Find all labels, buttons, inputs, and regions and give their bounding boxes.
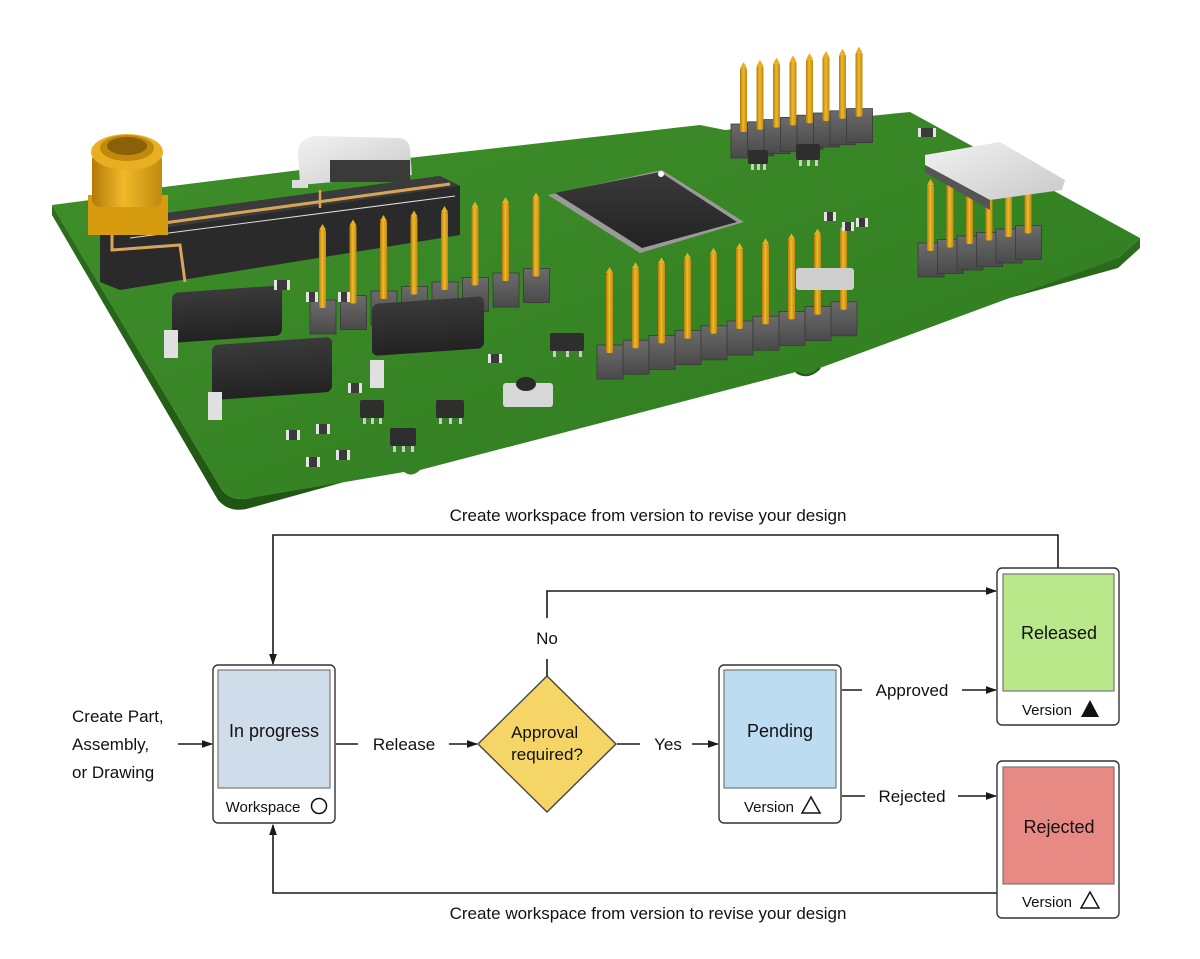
triangle-outline-icon [800,795,822,814]
passive-chip-component [918,128,936,137]
pin-header-8-pin-top [730,46,873,159]
state-in-progress-footer: Workspace [226,799,301,816]
tactile-push-button [503,377,553,407]
sot-transistor [436,400,464,424]
edge-revise-bottom [269,823,998,894]
passive-chip-component [336,450,350,460]
sma-connector [88,134,168,235]
sot-transistor [360,400,384,424]
state-rejected-title: Rejected [1023,817,1094,837]
edge-label-release: Release [373,735,435,754]
usb-c-connector [292,136,412,188]
circle-outline-icon [310,797,328,815]
sot-transistor [550,333,584,357]
chip-antenna [100,176,460,290]
micro-sd-card-slot [925,142,1065,210]
crystal-oscillator [796,268,854,290]
state-pending-fill [723,669,837,789]
state-pending-title: Pending [747,721,813,741]
start-label: Create Part, Assembly, or Drawing [72,707,168,782]
passive-chip-component [856,218,868,227]
state-released-footer: Version [1022,702,1072,719]
passive-chip-component [286,430,300,440]
passive-chip-component [824,212,836,221]
pcb-illustration [52,46,1140,510]
state-rejected[interactable]: Rejected Version [996,760,1120,919]
sot-transistor [748,150,768,170]
state-rejected-footer: Version [1022,894,1072,911]
edge-no-b [546,587,998,618]
state-in-progress[interactable]: In progress Workspace [212,664,336,824]
state-released[interactable]: Released Version [996,567,1120,726]
edge-label-yes: Yes [654,735,682,754]
passive-chip-component [338,292,350,302]
pin-header-10-pin-center [596,223,858,380]
state-rejected-fill [1002,766,1115,885]
state-released-title: Released [1021,623,1097,643]
decision-label: Approval required? [511,723,583,764]
qfp-microcontroller [548,170,744,253]
state-pending-footer: Version [744,799,794,816]
smd-diodes [164,285,484,420]
passive-chip-component [842,222,854,231]
passive-chip-component [488,354,502,363]
state-released-fill [1002,573,1115,692]
state-pending[interactable]: Pending Version [718,664,842,824]
decision-approval-required[interactable]: Approval required? [477,675,617,813]
sot-transistor [390,428,416,452]
triangle-filled-icon [1081,700,1099,717]
state-in-progress-title: In progress [229,721,319,741]
edge-label-approved: Approved [876,681,949,700]
sot-transistor [796,144,820,166]
triangle-outline-icon [1079,890,1101,909]
edge-label-revise-bottom: Create workspace from version to revise … [450,904,847,923]
edge-label-no: No [536,629,558,648]
edge-revise-top [269,534,1059,666]
passive-chip-component [306,457,320,467]
edge-label-rejected: Rejected [878,787,945,806]
edge-label-revise-top: Create workspace from version to revise … [450,506,847,525]
passive-chip-component [274,280,290,290]
passive-chip-component [306,292,318,302]
passive-chip-component [348,383,362,393]
passive-chip-component [316,424,330,434]
state-in-progress-fill [217,669,331,789]
